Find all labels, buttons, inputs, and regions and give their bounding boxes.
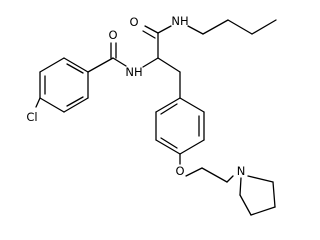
atom-amide-oxygen-right: O [129,15,138,29]
bond [239,194,252,216]
atom-chlorine: Cl [26,110,37,124]
bond [250,206,276,216]
butyl-bond [187,25,204,35]
chlorophenyl-ring [39,57,89,113]
aromatic-inner-bond [66,63,84,74]
bond [272,181,276,208]
molecule-diagram: Cl O NH O NH [26,14,277,216]
n-alpha-carbon-bond [142,57,159,68]
bond [39,97,65,113]
alpha-ch2-bond [157,57,181,73]
oxygen-ethyl-bond [185,167,203,177]
bond [63,97,89,113]
ring-carbonyl-bond [87,57,114,73]
butyl-bond [251,19,277,35]
bond [155,97,181,113]
bond [247,175,274,183]
butyl-bond [202,19,229,35]
aromatic-inner-bond [160,137,178,149]
aromatic-inner-bond [160,103,178,115]
carbonyl-n-bond [157,25,172,34]
phenyl-ring [155,97,205,155]
bond [39,57,65,73]
pyrrolidine-ring [239,175,276,216]
carbonyl-double-bond-2 [142,30,156,39]
bond [239,177,242,196]
atom-amide-oxygen-left: O [108,28,117,42]
atom-pyrrolidine-nitrogen: N [237,164,246,178]
atom-ether-oxygen: O [175,164,184,178]
bond [179,139,205,155]
ethyl-n-bond [226,175,234,183]
c-cl-bond [35,97,41,108]
atom-amide-nitrogen-left: NH [125,65,142,79]
atom-amide-nitrogen-right: NH [171,14,188,28]
aromatic-inner-bond [66,96,84,107]
bond [155,139,181,155]
structure-canvas: Cl O NH O NH [26,14,277,216]
ethyl-bond [201,167,228,183]
butyl-bond [227,19,253,35]
bond [63,57,89,73]
bond [179,97,205,113]
carbonyl-n-bond [112,57,127,67]
carbonyl-double-bond-1 [144,25,159,34]
